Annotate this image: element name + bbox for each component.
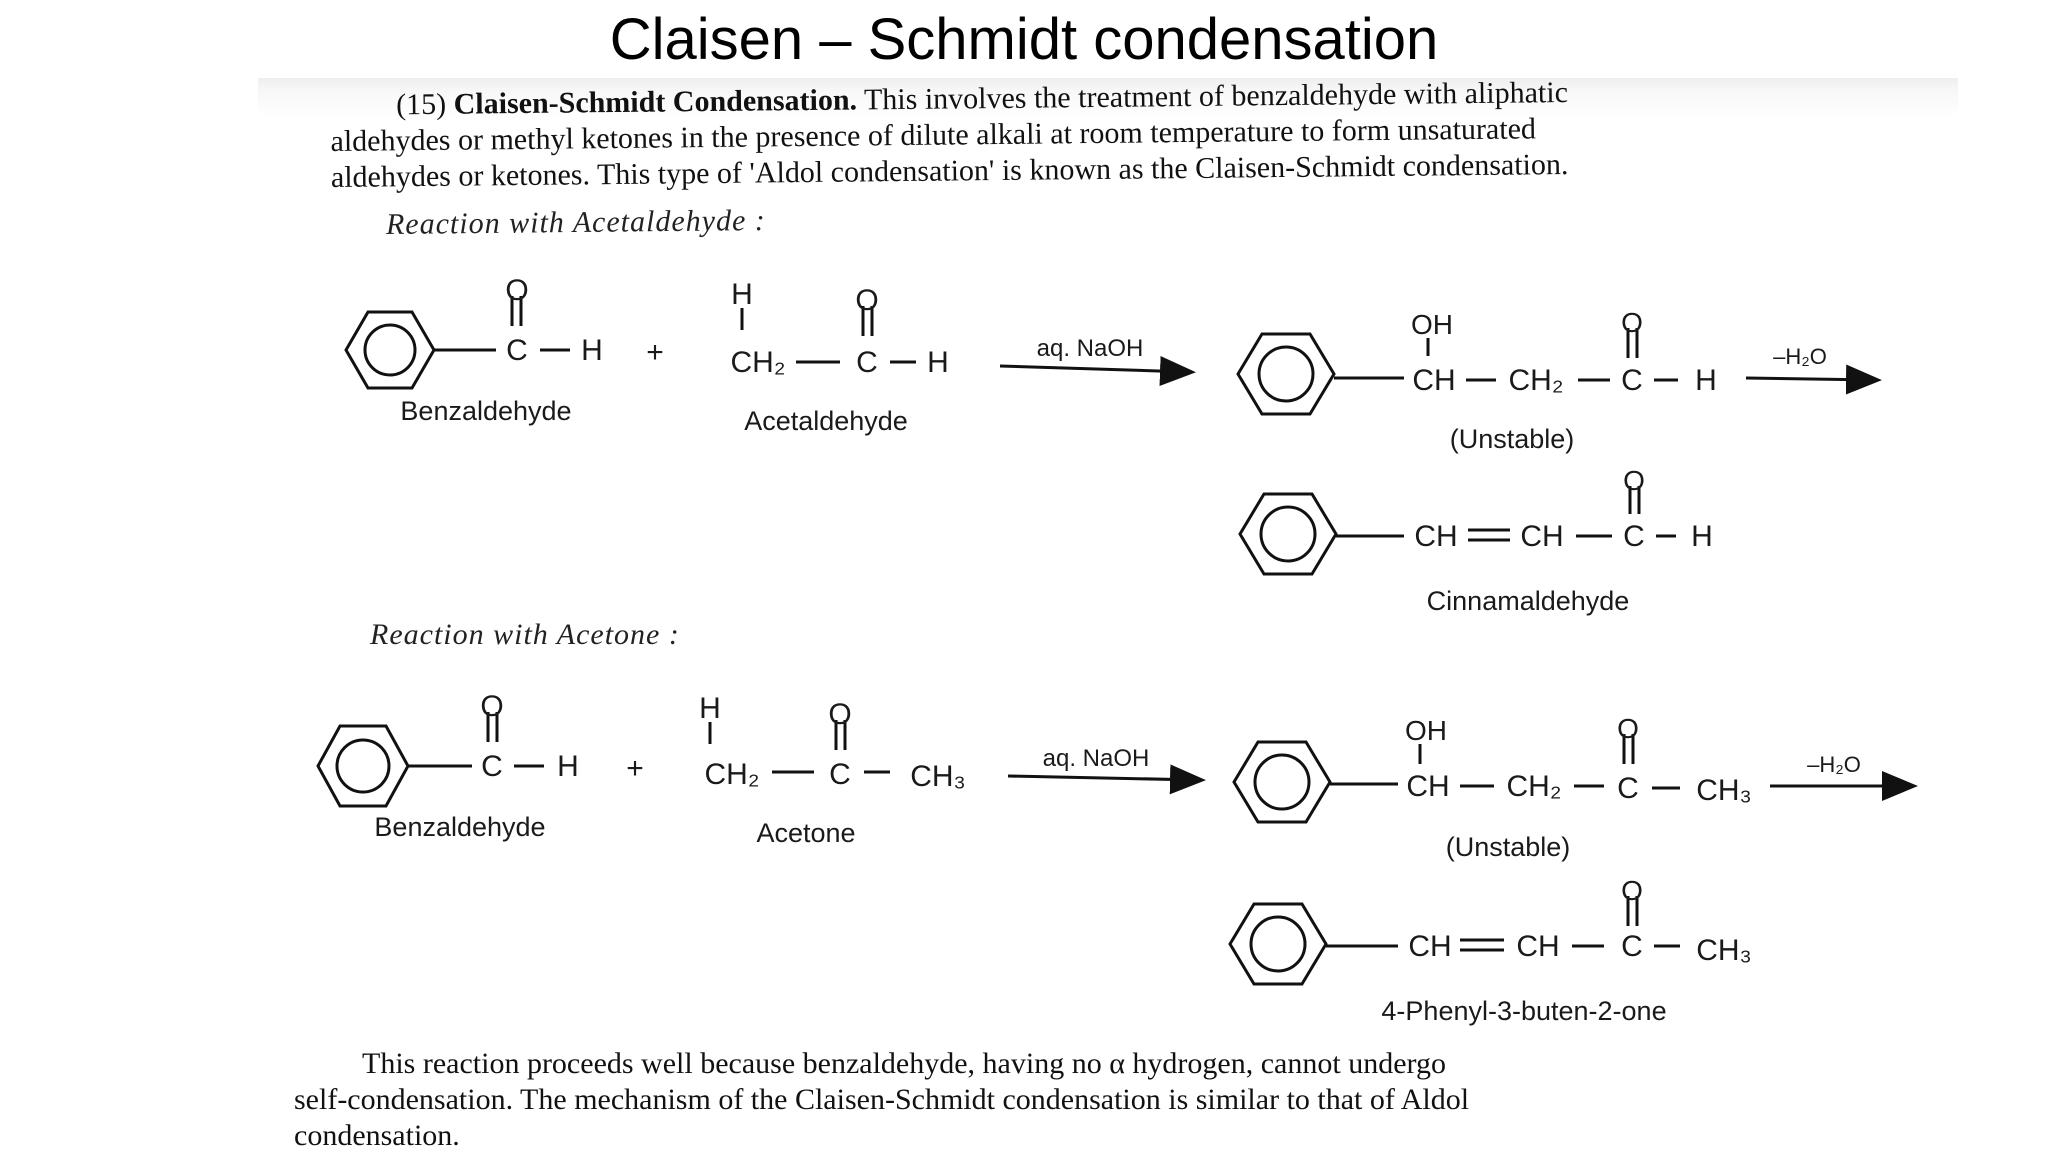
- carbonyl-oxygen: O: [828, 698, 851, 731]
- carbonyl-oxygen: O: [1623, 465, 1645, 496]
- product-label: Cinnamaldehyde: [1427, 586, 1630, 616]
- aldehyde-hydrogen: H: [1691, 520, 1713, 553]
- conclusion-paragraph: This reaction proceeds well because benz…: [294, 1046, 1954, 1154]
- plus-sign: +: [646, 336, 664, 369]
- carbonyl-carbon: C: [856, 346, 878, 379]
- benzene-ring-icon: [1228, 902, 1328, 986]
- alpha-hydrogen: H: [731, 278, 753, 311]
- carbonyl-carbon: C: [1621, 930, 1643, 963]
- reagent-label: aq. NaOH: [1043, 745, 1150, 772]
- intermediate-label: (Unstable): [1450, 424, 1575, 454]
- intermediate-label: (Unstable): [1446, 832, 1571, 862]
- vinyl-ch: CH: [1516, 930, 1559, 963]
- carbonyl-carbon: C: [1621, 364, 1643, 397]
- benzene-ring-icon: [1232, 740, 1332, 824]
- scanned-page-background: [258, 78, 1958, 1152]
- plus-sign: +: [626, 752, 644, 785]
- benzene-ring-icon: [344, 310, 436, 390]
- reactant1-label: Benzaldehyde: [374, 812, 545, 842]
- vinyl-ch: CH: [1520, 520, 1563, 553]
- benzene-ring-icon: [1238, 492, 1338, 576]
- slide-title: Claisen – Schmidt condensation: [609, 7, 1439, 72]
- alpha-hydrogen: H: [699, 692, 721, 725]
- methyl-group: CH₃: [1696, 774, 1752, 807]
- carbonyl-carbon: C: [481, 750, 503, 783]
- vinyl-ch: CH: [1414, 520, 1457, 553]
- reaction2-heading: Reaction with Acetone :: [370, 618, 680, 651]
- aldehyde-hydrogen: H: [927, 346, 949, 379]
- product-label: 4-Phenyl-3-buten-2-one: [1381, 996, 1666, 1026]
- elimination-label: –H₂O: [1807, 752, 1861, 777]
- conclusion-line-2: self-condensation. The mechanism of the …: [294, 1083, 1470, 1116]
- benzene-ring-icon: [1236, 332, 1336, 416]
- hydroxyl-group: OH: [1411, 309, 1453, 340]
- hydroxyl-group: OH: [1405, 715, 1447, 746]
- carbonyl-oxygen: O: [1621, 875, 1643, 906]
- carbonyl-oxygen: O: [855, 284, 878, 317]
- conclusion-line-3: condensation.: [294, 1119, 460, 1152]
- methylene-group: CH₂: [1507, 770, 1562, 803]
- vinyl-ch: CH: [1408, 930, 1451, 963]
- reactant2-label: Acetaldehyde: [744, 406, 908, 436]
- methylene-group: CH₂: [1509, 364, 1564, 397]
- benzene-ring-icon: [316, 724, 410, 808]
- aldehyde-hydrogen: H: [581, 334, 603, 367]
- aldehyde-hydrogen: H: [557, 750, 579, 783]
- reagent-label: aq. NaOH: [1037, 335, 1144, 362]
- carbonyl-carbon: C: [829, 758, 851, 791]
- carbonyl-carbon: C: [1617, 772, 1639, 805]
- methylene-group: CH₂: [705, 758, 760, 791]
- reactant2-label: Acetone: [756, 818, 855, 848]
- carbonyl-oxygen: O: [505, 274, 528, 307]
- conclusion-line-1: This reaction proceeds well because benz…: [362, 1047, 1446, 1080]
- carbonyl-carbon: C: [506, 334, 528, 367]
- elimination-label: –H₂O: [1773, 344, 1827, 369]
- reactant1-label: Benzaldehyde: [400, 396, 571, 426]
- aldehyde-hydrogen: H: [1695, 364, 1717, 397]
- carbonyl-oxygen: O: [1617, 713, 1639, 744]
- methyl-group: CH₃: [910, 760, 966, 793]
- methine-group: CH: [1412, 364, 1455, 397]
- methylene-group: CH₂: [731, 346, 786, 379]
- carbonyl-oxygen: O: [480, 690, 503, 723]
- methyl-group: CH₃: [1696, 934, 1752, 967]
- carbonyl-carbon: C: [1623, 520, 1645, 553]
- methine-group: CH: [1406, 770, 1449, 803]
- carbonyl-oxygen: O: [1621, 307, 1643, 338]
